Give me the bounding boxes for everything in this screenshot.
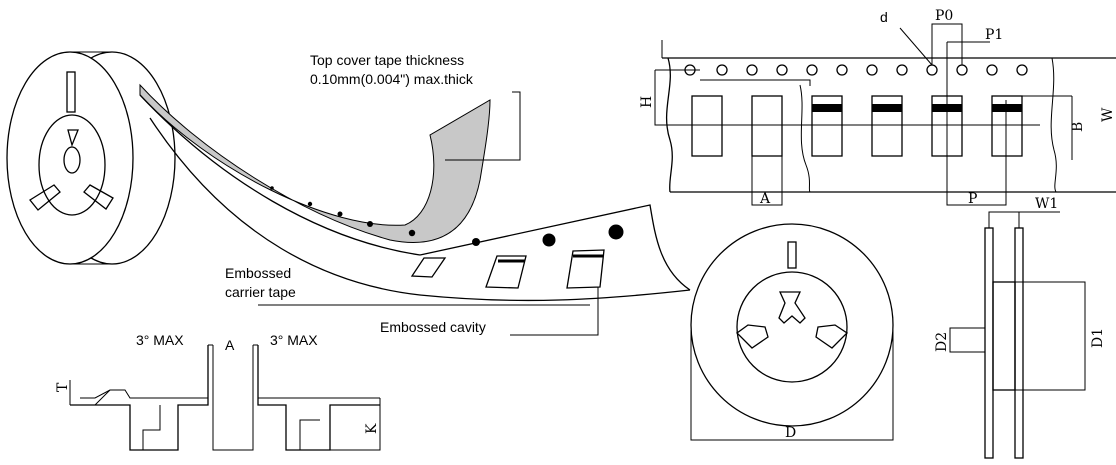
carrier-tape-label-line2: carrier tape bbox=[225, 284, 296, 300]
cover-tape-label-line1: Top cover tape thickness bbox=[310, 52, 464, 68]
dim-b: B bbox=[1070, 122, 1086, 132]
side-reel bbox=[949, 211, 1086, 459]
max-angle-right: 3° MAX bbox=[270, 332, 318, 348]
dim-d1: D1 bbox=[1090, 328, 1106, 348]
dim-w1: W1 bbox=[1035, 196, 1058, 212]
perspective-reel bbox=[6, 51, 176, 265]
dim-d2: D2 bbox=[934, 332, 950, 352]
dim-p0: P0 bbox=[935, 8, 953, 24]
dim-a-profile: A bbox=[225, 337, 235, 353]
tape-top-view bbox=[654, 23, 1116, 206]
carrier-tape bbox=[139, 94, 691, 302]
dim-p1: P1 bbox=[985, 27, 1003, 43]
cavity-label: Embossed cavity bbox=[380, 319, 486, 335]
front-reel bbox=[690, 223, 894, 441]
cover-tape-label-line2: 0.10mm(0.004") max.thick bbox=[310, 71, 474, 87]
dim-w: W bbox=[1100, 107, 1116, 122]
dim-p: P bbox=[968, 191, 977, 207]
dim-t: T bbox=[55, 382, 71, 392]
carrier-tape-label-line1: Embossed bbox=[225, 265, 291, 281]
max-angle-left: 3° MAX bbox=[136, 332, 184, 348]
tape-profile bbox=[69, 344, 381, 451]
dim-k: K bbox=[364, 423, 380, 434]
dim-h: H bbox=[639, 96, 655, 108]
dim-a-top: A bbox=[759, 191, 771, 207]
cover-tape bbox=[139, 83, 491, 243]
dim-d: d bbox=[880, 9, 888, 25]
dim-d-reel: D bbox=[785, 425, 796, 441]
